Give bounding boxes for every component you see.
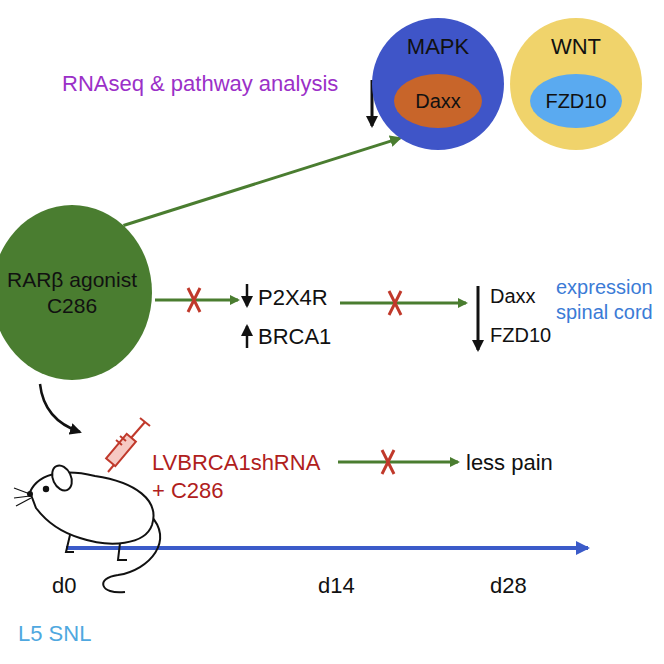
node-text: RARβ agonist C286 [2,267,142,317]
day-label: d0 [52,572,76,600]
note-label: expression spinal cord [556,275,656,325]
agonist-circle: RARβ agonist C286 [0,205,152,380]
gene-ellipse: Daxx [394,74,482,128]
gene-ellipse: FZD10 [530,74,622,128]
block-x [188,288,200,312]
gene-label: FZD10 [490,323,551,348]
node-text: FZD10 [545,89,606,113]
curved-arrow [40,384,80,432]
up-arrow [246,326,249,348]
day-label: d14 [318,572,355,600]
treatment-label: LVBRCA1shRNA + C286 [152,449,332,504]
gene-label: Daxx [490,284,536,309]
method-label: RNAseq & pathway analysis [62,70,338,98]
outcome-label: less pain [466,449,553,477]
pathway-circle: MAPK Daxx [372,18,504,150]
syringe [106,418,150,472]
gene-label: P2X4R [258,284,328,312]
day-label: d28 [490,572,527,600]
down-arrow [477,286,480,350]
mouse [14,462,160,592]
model-label: L5 SNL [18,620,91,648]
gene-label: BRCA1 [258,323,331,351]
block-x [382,450,394,474]
node-text: MAPK [372,34,504,60]
arrow-line [338,461,458,464]
node-text: WNT [510,34,642,60]
timeline [66,546,588,550]
connector-arrow [123,138,400,225]
arrow-line [155,299,238,302]
block-x [389,291,401,315]
node-text: Daxx [415,89,461,113]
down-arrow [246,284,249,306]
pathway-circle: WNT FZD10 [510,18,642,150]
arrow-line [340,302,466,305]
